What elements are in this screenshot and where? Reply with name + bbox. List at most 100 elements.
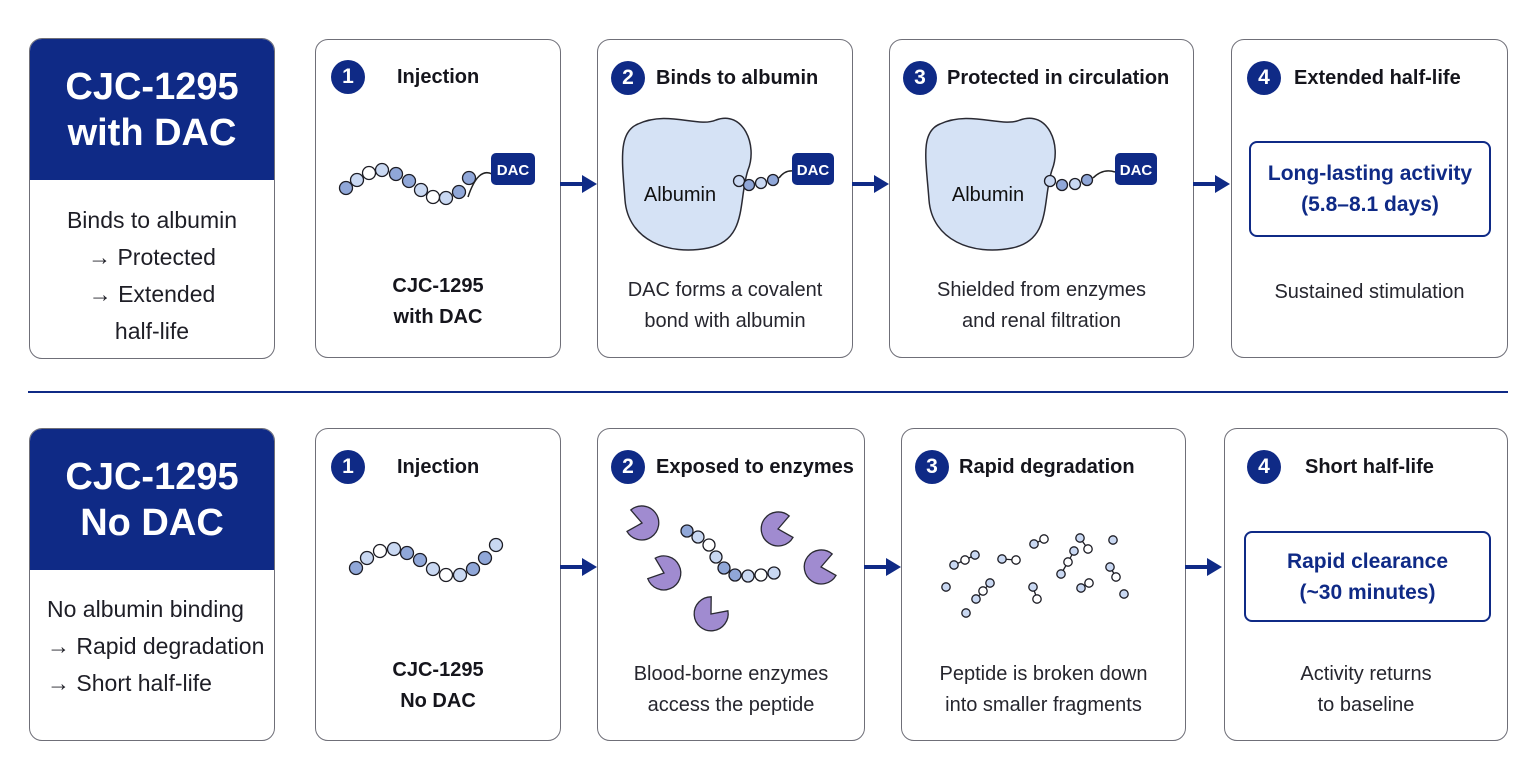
step-card-injection-dac: 1 Injection DAC CJC-1295 with DAC <box>315 39 561 358</box>
step-card-rapid-degradation: 3 Rapid degradation Peptide is broken do… <box>901 428 1186 741</box>
peptide-bead <box>361 165 377 181</box>
peptide-bead <box>717 561 731 575</box>
peptide-bead <box>702 538 716 552</box>
peptide-bead <box>359 550 375 566</box>
step-description: DAC forms a covalent bond with albumin <box>627 279 823 332</box>
svg-text:DAC: DAC <box>797 162 830 179</box>
peptide-bead <box>1028 582 1038 592</box>
albumin-shape <box>621 117 752 251</box>
step-number-badge: 2 <box>611 450 645 484</box>
step-number-badge: 3 <box>903 61 937 95</box>
flow-arrow-icon <box>1185 558 1222 576</box>
enzyme-icon <box>693 596 729 632</box>
summary-title: CJC-1295 with DAC <box>30 39 274 180</box>
step-title: Injection <box>397 66 480 88</box>
peptide-bead <box>438 567 454 583</box>
step-description: Peptide is broken down into smaller frag… <box>939 663 1148 716</box>
step-card-exposed-enzymes: 2 Exposed to enzymes Blood-borne enzymes… <box>597 428 865 741</box>
peptide-bead <box>941 582 951 592</box>
peptide-bead <box>425 561 441 577</box>
dac-tag <box>792 153 834 185</box>
peptide-bead <box>1075 533 1085 543</box>
peptide-bead <box>961 608 971 618</box>
peptide-bead <box>978 586 988 596</box>
svg-text:DAC: DAC <box>497 162 530 179</box>
peptide-bead <box>488 537 504 553</box>
peptide-bead <box>949 560 959 570</box>
peptide-bead <box>1011 555 1021 565</box>
enzymes-illustration <box>626 505 837 632</box>
peptide-bead <box>372 543 388 559</box>
albumin-dac-illustration: Albumin DAC <box>925 117 1157 251</box>
svg-text:Albumin: Albumin <box>952 184 1024 206</box>
peptide-bead <box>728 568 742 582</box>
peptide-bead <box>374 162 390 178</box>
step-title: Exposed to enzymes <box>656 456 854 478</box>
fragments-illustration <box>941 533 1129 618</box>
step-number-badge: 3 <box>915 450 949 484</box>
step-title: Extended half-life <box>1294 67 1461 89</box>
dac-tag <box>1115 153 1157 185</box>
peptide-bead <box>754 568 768 582</box>
peptide-bead <box>1076 583 1086 593</box>
step-title: Rapid degradation <box>959 456 1135 478</box>
section-divider <box>28 391 1508 393</box>
peptide-bead <box>970 550 980 560</box>
peptide-illustration <box>348 537 504 583</box>
svg-text:Albumin: Albumin <box>644 184 716 206</box>
enzyme-icon <box>626 505 660 541</box>
flow-arrow-icon <box>864 558 901 576</box>
peptide-bead <box>465 561 481 577</box>
albumin-shape <box>925 117 1056 251</box>
summary-text: No albumin binding → Rapid degradation →… <box>47 596 265 696</box>
peptide-bead <box>451 184 467 200</box>
peptide-bead <box>399 545 415 561</box>
summary-title: CJC-1295 No DAC <box>30 429 274 570</box>
peptide-bead <box>1029 539 1039 549</box>
peptide-bead <box>997 554 1007 564</box>
peptide-fragments <box>941 533 1129 618</box>
peptide-bead <box>971 594 981 604</box>
peptide-bead <box>960 555 970 565</box>
peptide-bead <box>741 569 755 583</box>
peptide-bead <box>1032 594 1042 604</box>
peptide-bead <box>680 524 694 538</box>
step-title: Protected in circulation <box>947 67 1170 89</box>
peptide-bead <box>691 530 705 544</box>
peptide-bead <box>1063 557 1073 567</box>
enzyme-icon <box>803 549 837 585</box>
step-title: Injection <box>397 456 480 478</box>
half-life-highlight: Rapid clearance (~30 minutes) <box>1244 531 1491 622</box>
step-number-badge: 4 <box>1247 450 1281 484</box>
peptide-bead <box>477 550 493 566</box>
peptide-bead <box>452 567 468 583</box>
step-number-badge: 1 <box>331 450 365 484</box>
step-card-short-half-life: 4 Short half-life Rapid clearance (~30 m… <box>1224 428 1508 741</box>
summary-text: Binds to albumin → Protected → Extended … <box>66 207 238 344</box>
peptide-bead <box>425 189 441 205</box>
peptide-bead <box>985 578 995 588</box>
step-card-protected: 3 Protected in circulation Albumin DAC S… <box>889 39 1194 358</box>
half-life-highlight: Long-lasting activity (5.8–8.1 days) <box>1249 141 1491 237</box>
step-number-badge: 4 <box>1247 61 1281 95</box>
step-card-extended-half-life: 4 Extended half-life Long-lasting activi… <box>1231 39 1508 358</box>
summary-card-with-dac: CJC-1295 with DAC Binds to albumin → Pro… <box>29 38 275 359</box>
peptide-bead <box>349 172 365 188</box>
step-description: Sustained stimulation <box>1274 281 1465 303</box>
peptide-chain <box>348 537 504 583</box>
summary-card-no-dac: CJC-1295 No DAC No albumin binding → Rap… <box>29 428 275 741</box>
step-card-injection-no-dac: 1 Injection CJC-1295 No DAC <box>315 428 561 741</box>
peptide-chain <box>680 524 781 583</box>
dac-tag <box>491 153 535 185</box>
peptide-bead <box>413 182 429 198</box>
step-description: Shielded from enzymes and renal filtrati… <box>937 279 1146 332</box>
step-description: CJC-1295 No DAC <box>392 659 484 712</box>
step-description: Activity returns to baseline <box>1300 663 1432 716</box>
albumin-dac-illustration: Albumin DAC <box>621 117 834 251</box>
peptide-bead <box>767 566 781 580</box>
peptide-bead <box>461 170 477 186</box>
peptide-bead <box>438 190 454 206</box>
peptide-bead <box>1119 589 1129 599</box>
enzyme-icon <box>760 511 794 547</box>
peptide-chain <box>338 162 477 206</box>
